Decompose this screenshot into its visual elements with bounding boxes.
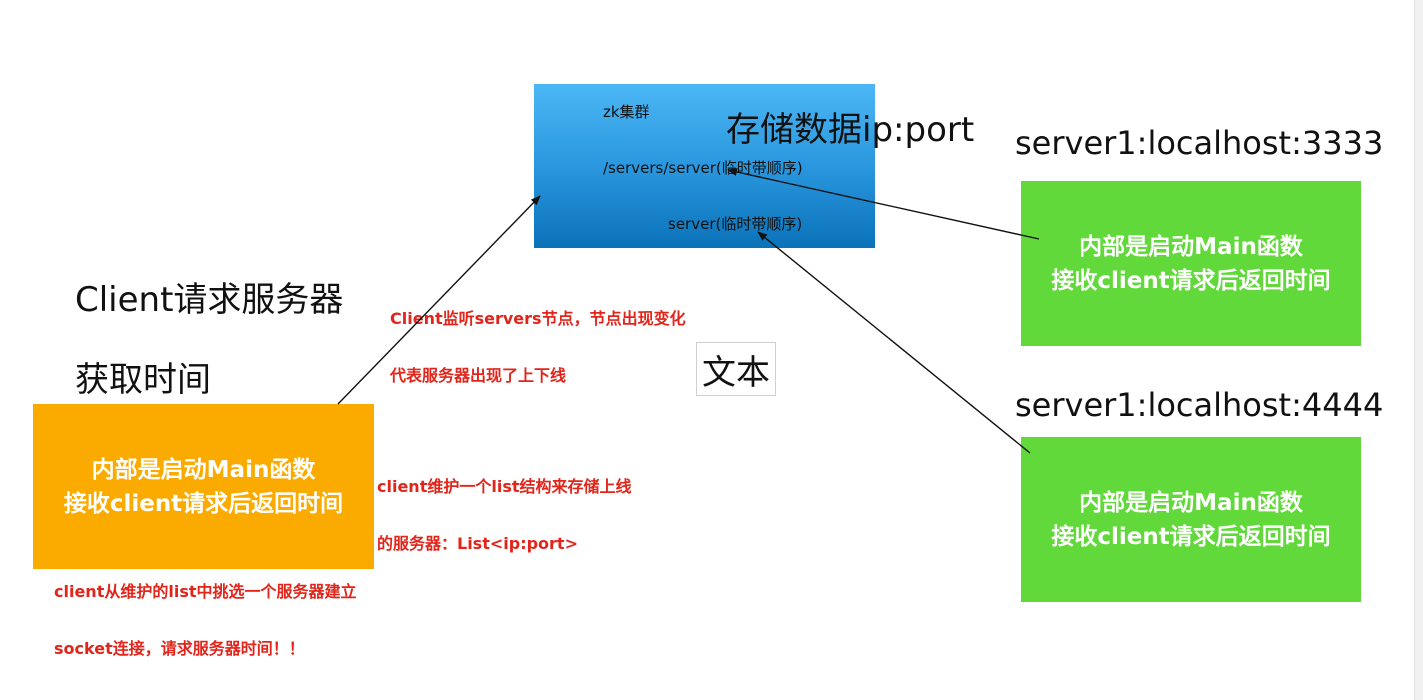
client-heading-line1: Client请求服务器 [75, 280, 344, 320]
note-watch-line2: 代表服务器出现了上下线 [390, 366, 567, 385]
server1-box-line1: 内部是启动Main函数 [1079, 233, 1303, 260]
zk-storage-label: 存储数据ip:port [726, 110, 975, 150]
text-placeholder-box[interactable]: 文本 [696, 342, 776, 396]
zk-cluster-title: zk集群 [603, 103, 650, 121]
server2-box-line2: 接收client请求后返回时间 [1051, 523, 1331, 550]
server2-address-label: server1:localhost:4444 [1015, 386, 1384, 424]
note-watch-line1: Client监听servers节点，节点出现变化 [390, 309, 686, 328]
server2-to-zk-arrow [757, 231, 1031, 454]
client-box-line2: 接收client请求后返回时间 [63, 490, 344, 517]
server2-box-line1: 内部是启动Main函数 [1079, 489, 1303, 516]
note-pick-line2: socket连接，请求服务器时间！！ [54, 639, 305, 658]
server1-address-label: server1:localhost:3333 [1015, 124, 1384, 162]
server1-box-line2: 接收client请求后返回时间 [1051, 267, 1331, 294]
zk-servers-node: /servers/server(临时带顺序) [603, 159, 803, 177]
note-list-line2: 的服务器：List<ip:port> [377, 534, 578, 553]
client-heading-line2: 获取时间 [75, 360, 211, 400]
vertical-scrollbar[interactable] [1414, 0, 1423, 700]
client-box[interactable]: 内部是启动Main函数 接收client请求后返回时间 [33, 404, 374, 569]
zk-server-node: server(临时带顺序) [668, 215, 803, 233]
note-pick-line1: client从维护的list中挑选一个服务器建立 [54, 582, 357, 601]
client-box-line1: 内部是启动Main函数 [91, 456, 316, 483]
server2-box[interactable]: 内部是启动Main函数 接收client请求后返回时间 [1021, 437, 1361, 602]
note-list-line1: client维护一个list结构来存储上线 [377, 477, 632, 496]
server1-box[interactable]: 内部是启动Main函数 接收client请求后返回时间 [1021, 181, 1361, 346]
